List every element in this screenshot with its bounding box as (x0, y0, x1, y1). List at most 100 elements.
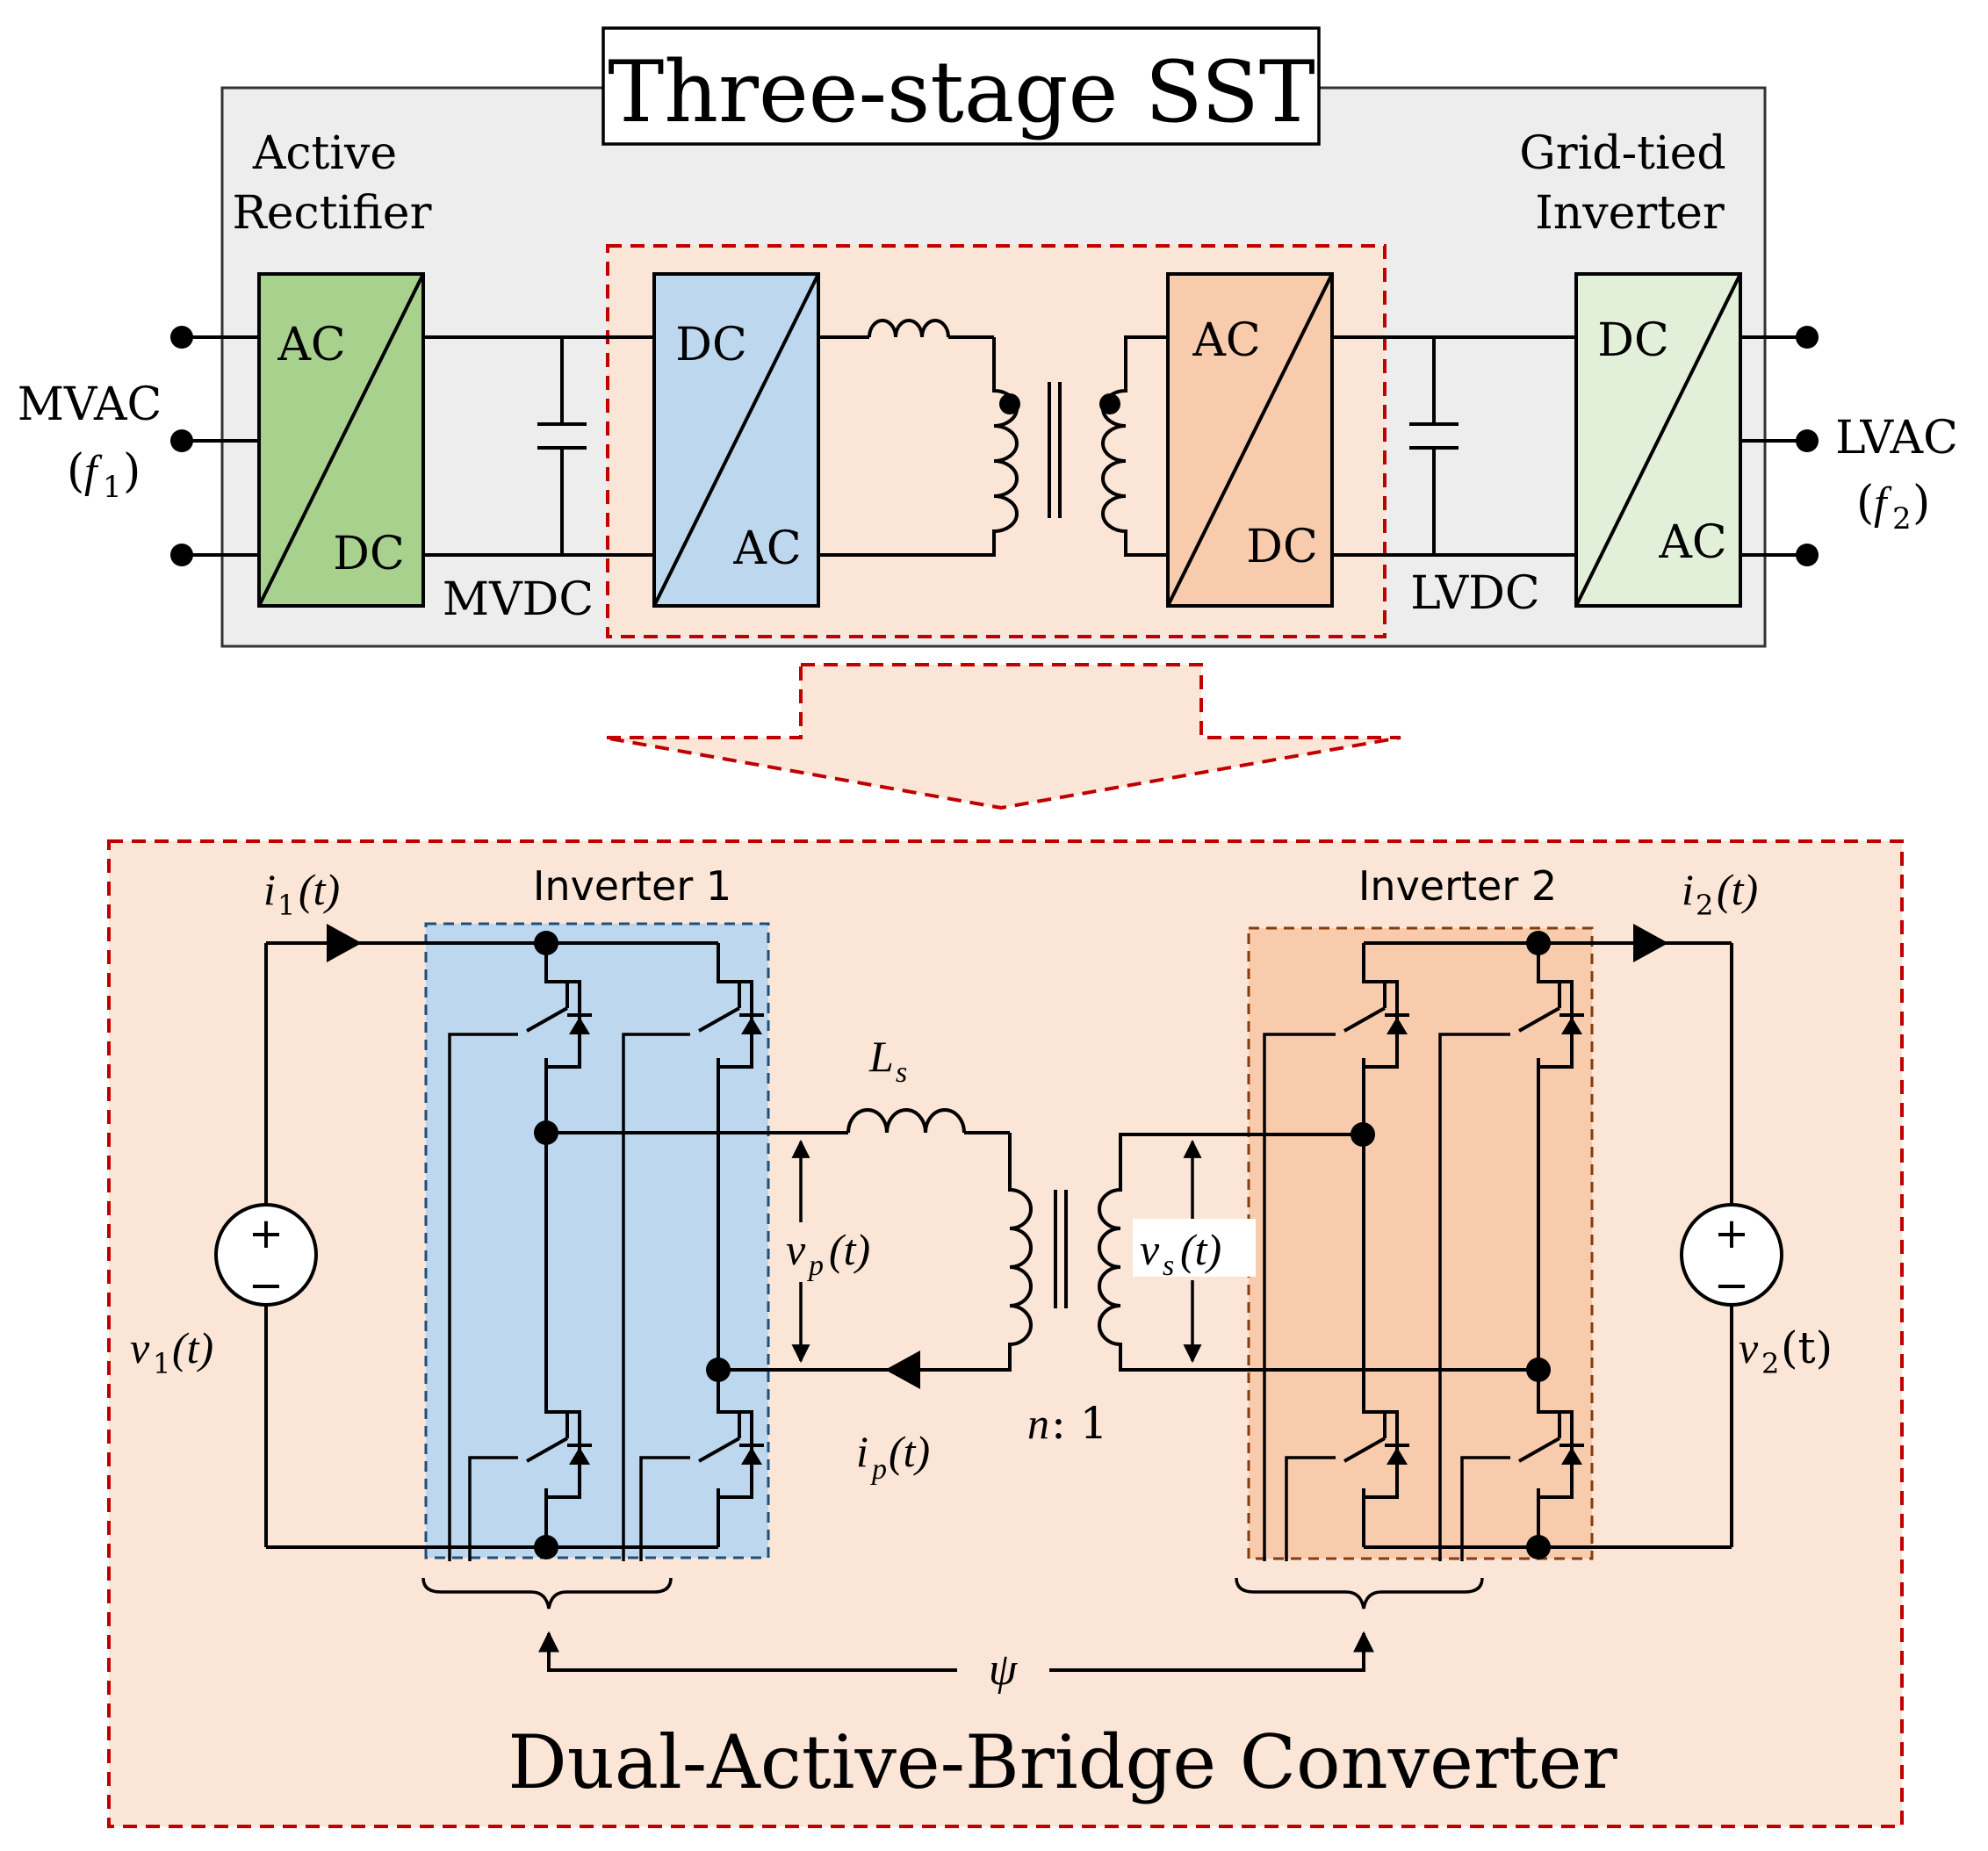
vs-label: v s (t) (1140, 1225, 1221, 1282)
phase-shift-arrows (538, 1631, 1374, 1672)
svg-text:AC: AC (1658, 516, 1726, 569)
inverter1-label: Inverter 1 (533, 862, 731, 910)
svg-text:AC: AC (277, 319, 345, 371)
gate-brace-right (1235, 1577, 1484, 1610)
i2-label: i 2 (t) (1682, 865, 1758, 922)
inverter-label-line2: Inverter (1535, 187, 1725, 240)
switch-inv1-s3 (526, 1405, 592, 1506)
dc-ac-converter-block: DC AC (652, 272, 820, 608)
vp-label: v p (t) (786, 1225, 870, 1282)
mvdc-link (423, 335, 654, 557)
dab-block: Inverter 1 Inverter 2 + − i 1 (t) v 1 (t… (107, 839, 1904, 1828)
svg-text:AC: AC (1192, 314, 1260, 367)
svg-text:s: s (896, 1056, 907, 1089)
svg-text:2: 2 (1696, 889, 1713, 922)
svg-text:2: 2 (1761, 1347, 1779, 1380)
ratio-label: n : 1 (1027, 1398, 1108, 1449)
switch-inv2-s3 (1343, 1405, 1409, 1506)
svg-text:): ) (1912, 477, 1930, 529)
svg-text:v: v (1739, 1323, 1759, 1372)
switch-inv2-s1 (1343, 975, 1409, 1076)
inverter2-region (1247, 926, 1594, 1560)
vs-measurement (1133, 1139, 1256, 1364)
psi-label: ψ (989, 1645, 1019, 1695)
svg-text:s: s (1163, 1250, 1174, 1282)
svg-text:1: 1 (153, 1347, 170, 1380)
lvac-frequency-label: ( f 2 ) (1856, 477, 1930, 537)
v2-label: v 2 (t) (1739, 1322, 1833, 1380)
svg-text:(: ( (1856, 477, 1874, 529)
grid-inverter-block: DC AC (1574, 272, 1742, 608)
switch-inv2-s4 (1518, 1405, 1584, 1506)
switch-inv1-s1 (526, 975, 592, 1076)
svg-text:v: v (786, 1225, 806, 1274)
switch-inv1-s4 (698, 1405, 764, 1506)
svg-text:+: + (1714, 1209, 1749, 1258)
svg-text:(t): (t) (1180, 1225, 1221, 1274)
series-inductor (546, 1108, 1010, 1134)
hf-inductor (818, 319, 994, 339)
svg-text:v: v (1140, 1225, 1160, 1274)
inverter1-region (424, 922, 770, 1559)
svg-text:i: i (1682, 865, 1694, 914)
ip-label: i p (t) (856, 1427, 930, 1486)
source-v2: + − (1538, 924, 1783, 1547)
svg-text:2: 2 (1892, 501, 1912, 537)
rectifier-converter-block: AC DC (257, 272, 425, 608)
mvac-frequency-label: ( f 1 ) (67, 445, 140, 505)
inverter-label-line1: Grid-tied (1519, 127, 1725, 180)
lvac-label: LVAC (1835, 412, 1958, 465)
hf-transformer (818, 335, 1168, 557)
zoom-arrow (603, 663, 1401, 810)
svg-text:i: i (856, 1427, 868, 1476)
svg-text:DC: DC (1246, 521, 1317, 573)
svg-text:(t): (t) (299, 865, 340, 914)
svg-text:(: ( (67, 445, 84, 498)
svg-text:(t): (t) (829, 1225, 870, 1274)
ac-dc-converter-block: AC DC (1166, 272, 1334, 608)
i1-label: i 1 (t) (263, 865, 340, 922)
svg-text:f: f (84, 447, 103, 497)
dab-background (107, 839, 1904, 1828)
svg-text:(t): (t) (1781, 1322, 1833, 1373)
svg-text:n: n (1027, 1399, 1049, 1448)
dab-title: Dual-Active-Bridge Converter (508, 1719, 1617, 1805)
svg-text:DC: DC (333, 528, 404, 580)
lvac-terminals (1740, 326, 1819, 566)
v1-label: v 1 (t) (130, 1323, 213, 1380)
svg-text:p: p (807, 1250, 824, 1282)
switch-inv2-s2 (1518, 975, 1584, 1076)
gate-brace-left (421, 1577, 673, 1610)
sst-block: Three-stage SST Active Rectifier Grid-ti… (18, 26, 1958, 648)
source-v1: + − (214, 924, 546, 1549)
svg-text:+: + (248, 1209, 284, 1258)
mvac-label: MVAC (18, 378, 162, 431)
svg-text:i: i (263, 865, 276, 914)
lvdc-link (1332, 335, 1576, 557)
inverter2-label: Inverter 2 (1358, 862, 1557, 910)
dab-transformer (718, 1133, 1538, 1389)
rectifier-label-line2: Rectifier (233, 187, 432, 240)
rectifier-label-line1: Active (252, 127, 397, 180)
sst-title-box (601, 26, 1321, 146)
svg-text:−: − (1714, 1261, 1749, 1310)
svg-text:1: 1 (277, 889, 295, 922)
ls-label: L s (868, 1032, 907, 1089)
lvdc-label: LVDC (1410, 567, 1539, 620)
svg-text:−: − (248, 1261, 284, 1310)
switches-group (526, 975, 1584, 1506)
svg-text:: 1: : 1 (1051, 1398, 1108, 1449)
svg-text:(t): (t) (172, 1323, 213, 1372)
svg-text:p: p (870, 1453, 887, 1486)
svg-text:DC: DC (675, 319, 746, 371)
svg-text:AC: AC (732, 522, 801, 575)
inverter1-bridge (362, 931, 731, 1561)
svg-text:(t): (t) (889, 1427, 930, 1476)
svg-text:): ) (123, 445, 140, 498)
svg-text:1: 1 (103, 470, 122, 505)
mvdc-label: MVDC (443, 573, 594, 626)
switch-inv1-s2 (698, 975, 764, 1076)
svg-text:(t): (t) (1717, 865, 1758, 914)
svg-text:v: v (130, 1323, 150, 1372)
